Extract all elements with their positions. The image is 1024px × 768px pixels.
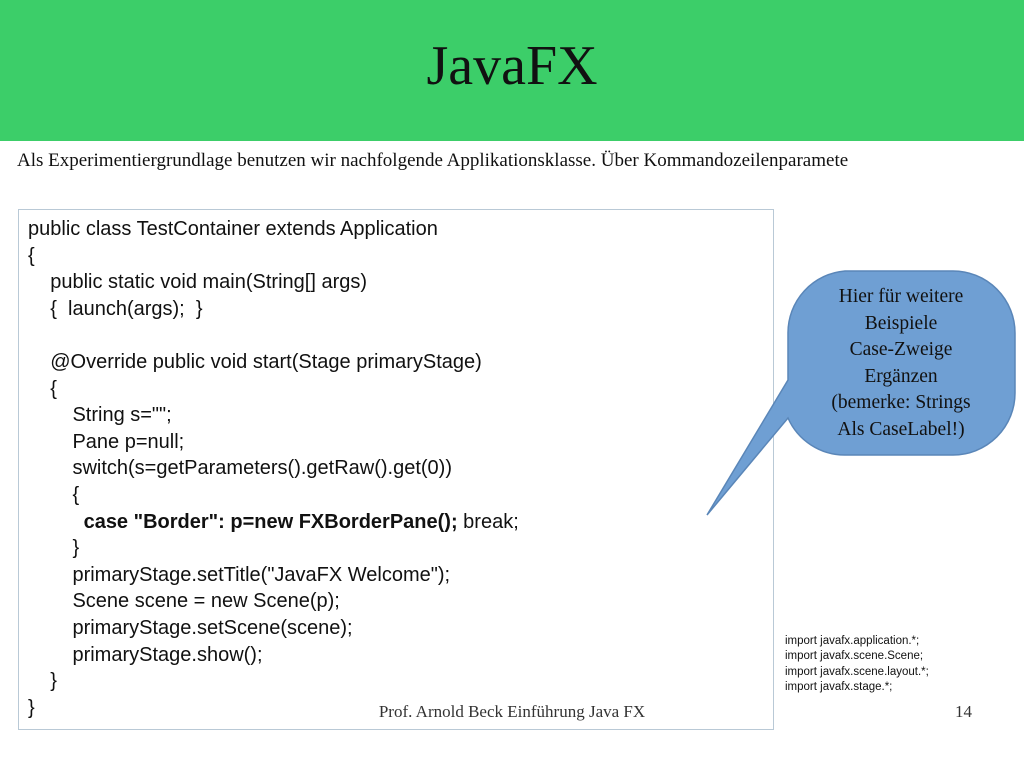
code-line: {: [28, 483, 80, 506]
code-line: primaryStage.setTitle("JavaFX Welcome");: [28, 563, 451, 586]
code-line: { launch(args); }: [28, 297, 203, 320]
import-line: import javafx.stage.*;: [785, 680, 893, 693]
bubble-line: (bemerke: Strings: [831, 392, 971, 413]
case-branch-bold: case "Border": p=new FXBorderPane();: [28, 510, 458, 533]
code-line: public class TestContainer extends Appli…: [28, 218, 438, 240]
title-banner: [0, 0, 1024, 141]
footer-text: Prof. Arnold Beck Einführung Java FX: [378, 702, 646, 721]
bubble-line: Case-Zweige: [849, 339, 953, 360]
code-listing: public class TestContainer extends Appli…: [28, 216, 519, 721]
intro-text: Als Experimentiergrundlage benutzen wir …: [17, 150, 849, 171]
code-line: {: [28, 377, 57, 400]
import-line: import javafx.scene.Scene;: [785, 650, 924, 663]
code-box: public class TestContainer extends Appli…: [18, 209, 774, 730]
speech-bubble-shape: [706, 270, 1016, 516]
code-line: }: [28, 537, 80, 560]
code-line: Scene scene = new Scene(p);: [28, 590, 340, 613]
code-line: }: [28, 696, 35, 719]
code-line: primaryStage.show();: [28, 643, 263, 666]
code-line: primaryStage.setScene(scene);: [28, 616, 353, 639]
code-line: {: [28, 244, 35, 267]
import-statements: import javafx.application.*; import java…: [785, 634, 929, 695]
bubble-line: Beispiele: [864, 312, 938, 334]
case-branch-break: break;: [457, 510, 519, 533]
code-line: switch(s=getParameters().getRaw().get(0)…: [28, 457, 453, 480]
import-line: import javafx.application.*;: [785, 635, 920, 647]
import-line: import javafx.scene.layout.*;: [785, 665, 929, 678]
page-number: 14: [955, 702, 972, 721]
speech-bubble-text: Hier für weitere Beispiele Case-Zweige E…: [788, 284, 1014, 443]
code-line: }: [28, 670, 57, 693]
slide-title: JavaFX: [426, 35, 598, 97]
bubble-line: Hier für weitere: [838, 286, 964, 307]
code-line: String s="";: [28, 404, 172, 427]
code-line: @Override public void start(Stage primar…: [28, 350, 482, 373]
bubble-line: Als CaseLabel!): [837, 418, 965, 440]
code-line-case: case "Border": p=new FXBorderPane(); bre…: [28, 509, 519, 536]
bubble-line: Ergänzen: [864, 365, 938, 387]
code-line: public static void main(String[] args): [28, 271, 368, 294]
code-line: Pane p=null;: [28, 430, 185, 453]
